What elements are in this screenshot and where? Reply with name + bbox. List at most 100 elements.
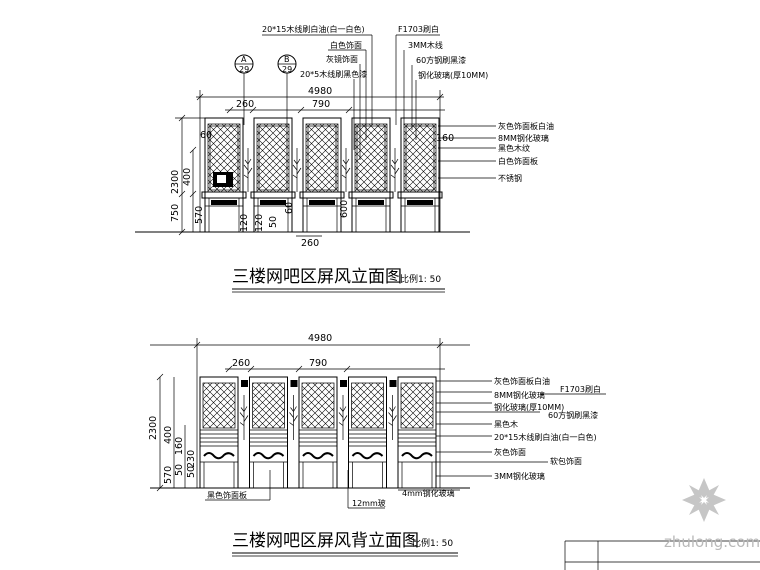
back-screen-panels [199, 376, 437, 489]
front-title: 三楼网吧区屏风立面图 [232, 267, 402, 287]
callout-mirror-veneer: 灰镜饰面 [326, 54, 358, 64]
keyboard [407, 200, 433, 205]
back-dim-rail: 160 [174, 437, 185, 455]
zhulong-logo-icon [682, 478, 726, 522]
back-scale: 比例1: 50 [412, 537, 453, 549]
svg-text:黑色木: 黑色木 [494, 419, 518, 429]
keyboard [260, 200, 286, 205]
svg-text:12mm玻: 12mm玻 [352, 498, 386, 508]
title-block-fragment [564, 540, 760, 570]
front-dim-top-rail: 60 [200, 130, 212, 141]
svg-text:F1703刷白: F1703刷白 [560, 384, 601, 394]
keyboard [358, 200, 384, 205]
back-dim-overall: 4980 [308, 333, 332, 344]
panel-frame [348, 376, 387, 489]
section-marker-b[interactable]: B 29 [277, 54, 297, 125]
lamp-box [389, 380, 397, 387]
panel-frame [298, 376, 338, 489]
lattice-glass [256, 123, 290, 193]
back-elevation: 4980 260 790 2300 400 570 160 230 50 50 … [148, 333, 606, 557]
cable-tray [401, 452, 433, 460]
svg-text:白色饰面板: 白色饰面板 [498, 156, 538, 166]
front-dim-right-rail: 160 [436, 133, 454, 144]
back-plant-post [338, 395, 348, 440]
front-screen-panels [201, 117, 443, 233]
lattice-glass [252, 382, 285, 429]
panel-frame [351, 117, 391, 233]
svg-text:黑色饰面板: 黑色饰面板 [207, 490, 247, 500]
front-right-callouts: 灰色饰面板白油 8MM钢化玻璃 黑色木纹 白色饰面板 不锈钢 [438, 121, 554, 183]
front-panel [397, 117, 443, 233]
svg-text:B: B [284, 55, 290, 64]
front-plant-post [390, 148, 400, 192]
svg-text:钢化玻璃(厚10MM): 钢化玻璃(厚10MM) [494, 402, 564, 412]
glass-inner [405, 125, 435, 191]
svg-text:软包饰面: 软包饰面 [550, 456, 582, 466]
svg-text:4mm钢化玻璃: 4mm钢化玻璃 [402, 488, 455, 498]
cable-tray [252, 452, 285, 460]
front-panel [299, 117, 345, 233]
panel-frame [204, 117, 244, 233]
panel-frame [199, 376, 239, 489]
front-dim-glass: 400 [182, 168, 193, 186]
svg-text:20*15木线刷白油(白一白色): 20*15木线刷白油(白一白色) [494, 432, 597, 442]
front-dim-base: 570 [194, 206, 205, 224]
back-dim-foot-b: 50 [186, 466, 197, 478]
front-top-callouts: 20*15木线刷白油(白一白色) F1703刷白 白色饰面 3MM木线 灰镜饰面… [262, 24, 488, 160]
cable-tray [203, 452, 235, 460]
back-dim-foot: 50 [174, 464, 185, 476]
svg-text:60方钢刷黑漆: 60方钢刷黑漆 [548, 410, 598, 420]
zhulong-watermark: zhulong.com [664, 478, 760, 551]
front-scale: 比例1: 50 [400, 273, 441, 285]
front-panel [250, 117, 296, 233]
svg-text:8MM钢化玻璃: 8MM钢化玻璃 [494, 390, 545, 400]
svg-text:8MM钢化玻璃: 8MM钢化玻璃 [498, 133, 549, 143]
back-dim-slat: 230 [186, 450, 197, 468]
svg-text:灰色饰面板白油: 灰色饰面板白油 [494, 376, 550, 386]
back-dim-module: 790 [309, 358, 327, 369]
panel-frame [302, 117, 342, 233]
back-dim-gap: 260 [232, 358, 250, 369]
glass-inner [258, 125, 288, 191]
desk-top [397, 191, 443, 199]
front-dim-base-c: 50 [268, 216, 279, 228]
svg-text:29: 29 [239, 65, 249, 74]
lattice-glass [354, 123, 388, 193]
front-dim-gap: 260 [236, 99, 254, 110]
callout-3mm-trim: 3MM木线 [408, 40, 443, 50]
front-plant-post [243, 148, 253, 192]
back-panel [298, 376, 338, 489]
monitor-screen [217, 175, 226, 183]
lattice-glass [351, 382, 384, 429]
panel-frame [253, 117, 293, 233]
front-elevation: 4980 260 790 2300 750 400 570 60 160 120… [135, 24, 554, 293]
back-title: 三楼网吧区屏风背立面图 [232, 531, 419, 551]
front-dim-height: 2300 [170, 170, 181, 194]
svg-text:29: 29 [282, 65, 292, 74]
back-panel [348, 376, 387, 489]
front-dim-leg: 600 [339, 200, 350, 218]
lamp-box [290, 380, 298, 387]
callout-wood-trim-black: 20*5木线刷黑色漆 [300, 69, 367, 79]
callout-f1703: F1703刷白 [398, 24, 439, 34]
lattice-glass [400, 382, 434, 429]
callout-wood-trim-white: 20*15木线刷白油(白一白色) [262, 24, 365, 34]
cable-tray [302, 452, 334, 460]
section-marker-a[interactable]: A 29 [234, 54, 254, 125]
back-panel [397, 376, 437, 489]
lattice-glass [202, 382, 236, 429]
watermark-text: zhulong.com [664, 533, 760, 551]
front-dim-desk: 750 [170, 204, 181, 222]
svg-text:不锈钢: 不锈钢 [498, 173, 522, 183]
back-plant-post [239, 395, 249, 440]
panel-frame [400, 117, 440, 233]
desk-top [348, 191, 394, 199]
svg-text:A: A [241, 55, 247, 64]
front-dim-overall: 4980 [308, 86, 332, 97]
glass-inner [307, 125, 337, 191]
front-dim-foot: 260 [301, 238, 319, 249]
glass-inner [356, 125, 386, 191]
svg-text:灰色饰面: 灰色饰面 [494, 447, 526, 457]
lamp-box [340, 380, 347, 387]
svg-text:灰色饰面板白油: 灰色饰面板白油 [498, 121, 554, 131]
